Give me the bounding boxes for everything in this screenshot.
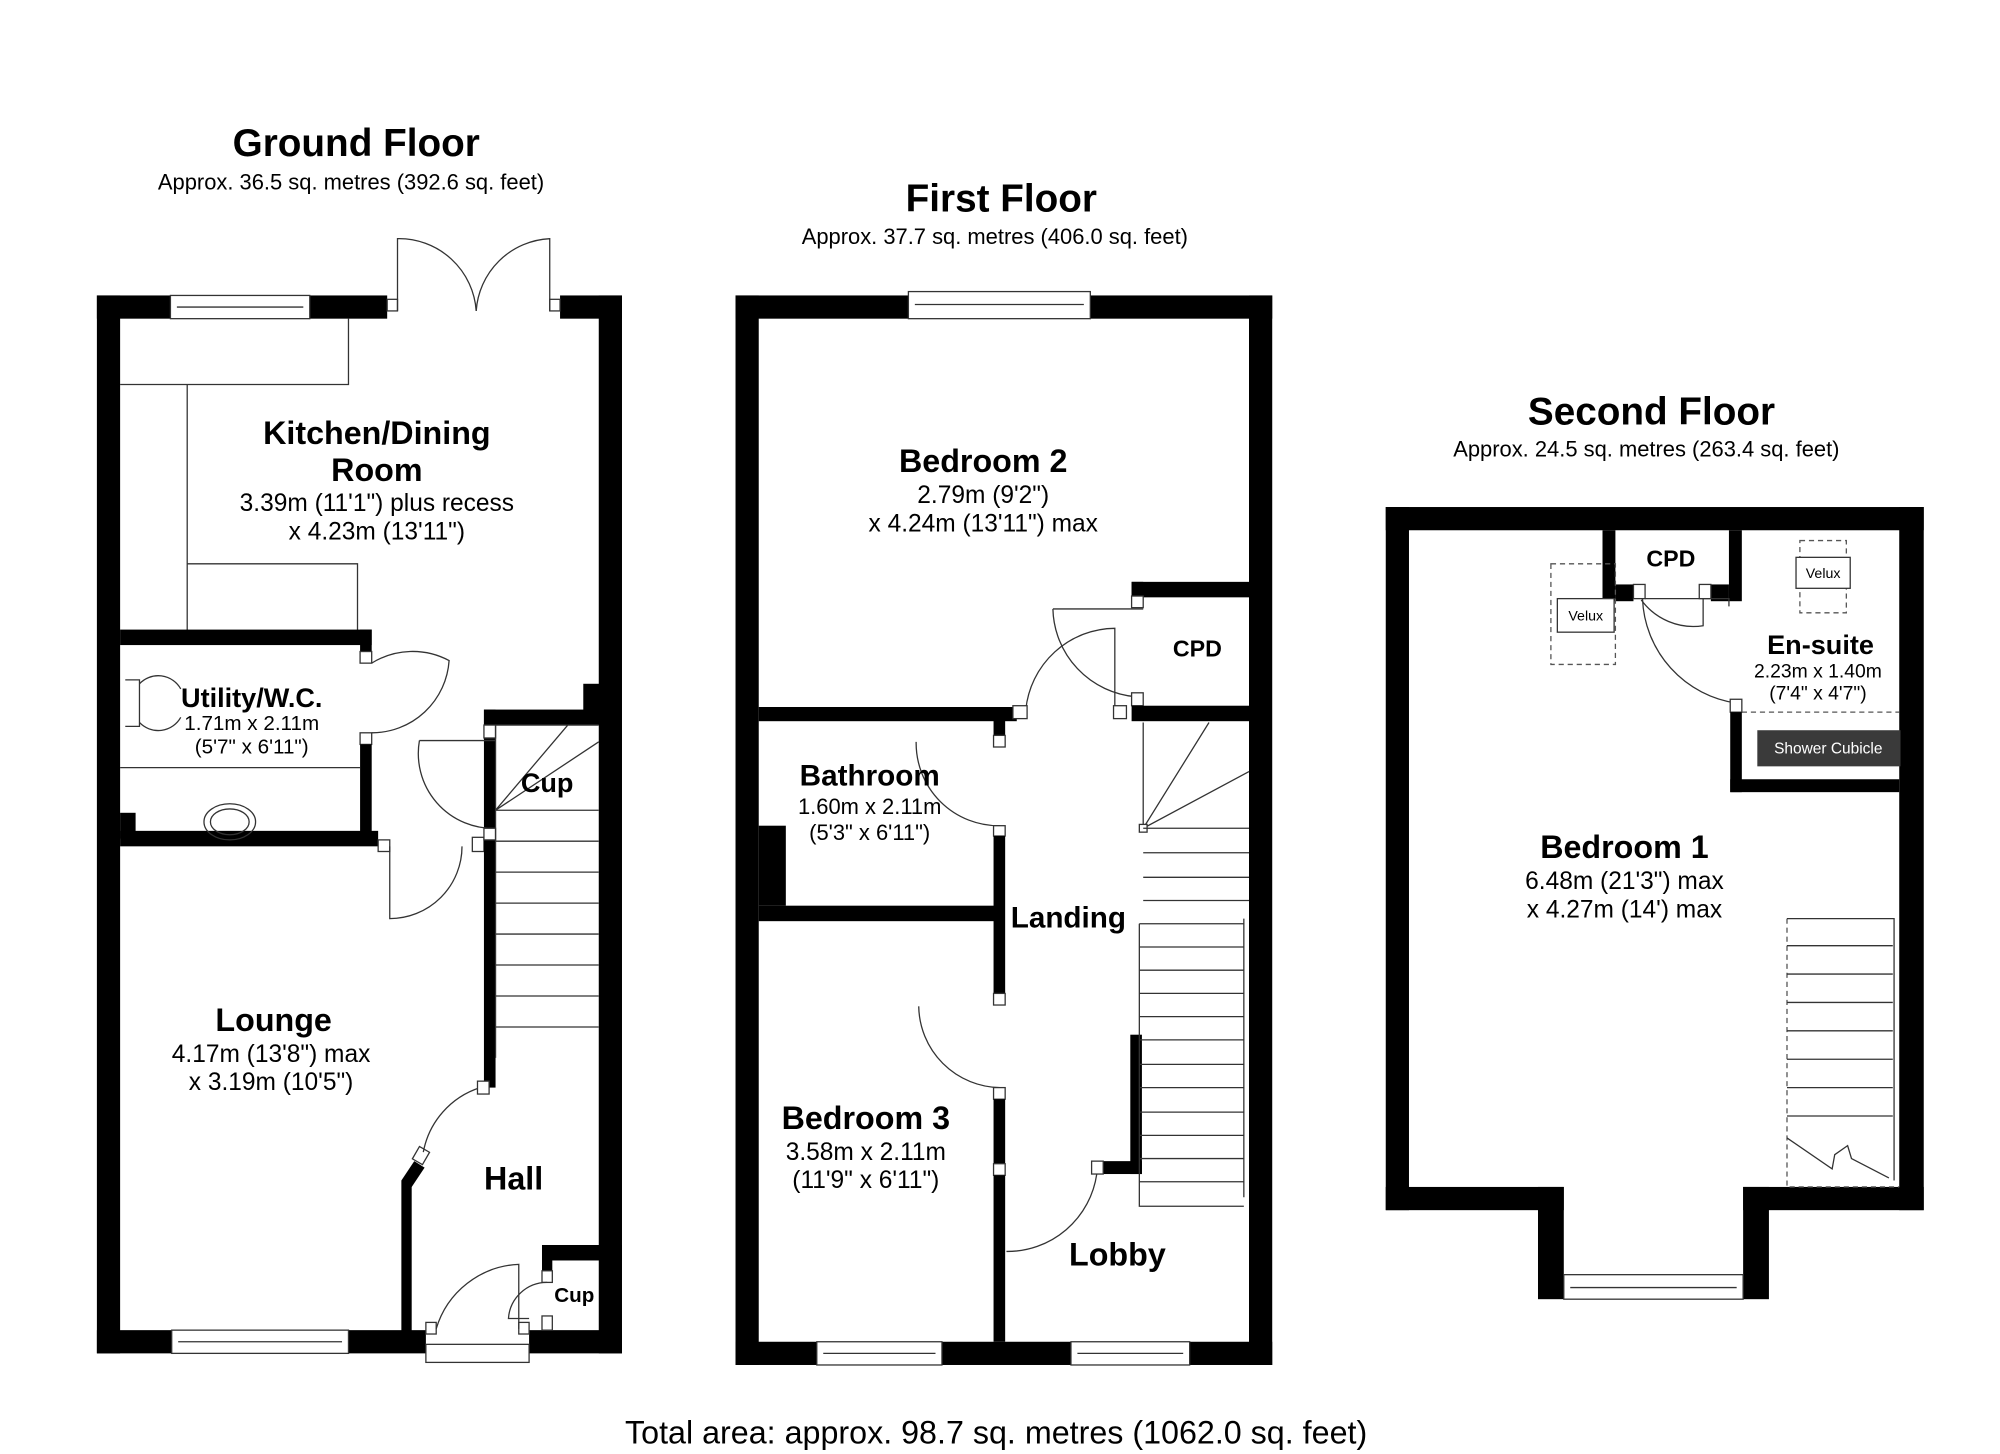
wall bbox=[96, 1330, 172, 1354]
room-name: Room bbox=[331, 452, 422, 488]
wall bbox=[598, 295, 622, 1354]
basin-icon bbox=[203, 803, 257, 841]
velux-label: Velux bbox=[1568, 609, 1603, 625]
room-dimensions: x 4.27m (14') max bbox=[1527, 896, 1722, 923]
room-dimensions: 1.71m x 2.11m bbox=[184, 712, 319, 735]
ground-floor-area: Approx. 36.5 sq. metres (392.6 sq. feet) bbox=[158, 170, 544, 195]
wall bbox=[560, 295, 622, 319]
room-dimensions: 4.17m (13'8") max bbox=[172, 1041, 371, 1068]
wall bbox=[96, 295, 171, 319]
staircase bbox=[495, 809, 599, 1028]
room-name: Kitchen/Dining bbox=[263, 415, 491, 451]
room-name: Lounge bbox=[215, 1002, 331, 1038]
second-floor-title: Second Floor bbox=[1528, 390, 1775, 433]
room-name: Landing bbox=[1011, 902, 1126, 935]
shower-label: Shower Cubicle bbox=[1774, 740, 1882, 757]
room-dimensions: 1.60m x 2.11m bbox=[798, 794, 941, 819]
room-dimensions: 3.39m (11'1") plus recess bbox=[240, 490, 514, 517]
second-floor: Second Floor Approx. 24.5 sq. metres (26… bbox=[1385, 390, 1924, 1300]
room-dimensions: 2.23m x 1.40m bbox=[1754, 660, 1882, 682]
room-name: Lobby bbox=[1069, 1237, 1166, 1273]
first-floor-area: Approx. 37.7 sq. metres (406.0 sq. feet) bbox=[802, 224, 1188, 249]
room-name: Bedroom 2 bbox=[899, 443, 1067, 479]
wall bbox=[401, 1180, 412, 1333]
front-door-step bbox=[425, 1343, 530, 1364]
room-name: Bedroom 3 bbox=[782, 1100, 950, 1136]
room-name: Bathroom bbox=[800, 760, 940, 793]
room-name: Utility/W.C. bbox=[181, 682, 322, 713]
room-name: En-suite bbox=[1767, 629, 1874, 660]
second-floor-area: Approx. 24.5 sq. metres (263.4 sq. feet) bbox=[1453, 437, 1839, 462]
room-dimensions: 6.48m (21'3") max bbox=[1525, 868, 1724, 895]
first-floor-title: First Floor bbox=[906, 178, 1097, 221]
wall bbox=[120, 830, 379, 847]
room-dimensions: x 3.19m (10'5") bbox=[189, 1069, 354, 1096]
staircase bbox=[1786, 917, 1900, 1188]
velux-label: Velux bbox=[1806, 566, 1841, 582]
wall bbox=[483, 709, 496, 1088]
room-name: CPD bbox=[1173, 636, 1222, 662]
ground-floor-title: Ground Floor bbox=[233, 122, 480, 165]
total-area: Total area: approx. 98.7 sq. metres (106… bbox=[625, 1415, 1367, 1451]
room-name: Cup bbox=[554, 1284, 594, 1307]
velux-window bbox=[1556, 597, 1615, 633]
room-dimensions: (5'7" x 6'11") bbox=[195, 735, 309, 758]
room-dimensions: (7'4" x 4'7") bbox=[1769, 682, 1866, 704]
room-dimensions: x 4.23m (13'11") bbox=[289, 518, 465, 545]
room-dimensions: 3.58m x 2.11m bbox=[786, 1139, 946, 1166]
velux-window bbox=[1795, 556, 1851, 589]
wall bbox=[529, 1330, 622, 1354]
wall bbox=[360, 744, 372, 840]
wall bbox=[120, 629, 372, 646]
room-dimensions: (5'3" x 6'11") bbox=[809, 820, 930, 845]
wall bbox=[735, 295, 759, 1365]
staircase bbox=[1138, 722, 1250, 1207]
wall bbox=[96, 295, 121, 1354]
room-dimensions: x 4.24m (13'11") max bbox=[869, 511, 1098, 538]
room-name: CPD bbox=[1646, 545, 1695, 571]
window bbox=[1563, 1274, 1744, 1300]
room-name: Bedroom 1 bbox=[1540, 829, 1709, 865]
wall bbox=[348, 1330, 426, 1354]
shower-cubicle bbox=[1757, 730, 1901, 767]
room-name: Cup bbox=[521, 767, 574, 798]
room-dimensions: 2.79m (9'2") bbox=[917, 482, 1049, 509]
ground-floor: Ground Floor Approx. 36.5 sq. metres (39… bbox=[96, 122, 622, 1364]
wall bbox=[309, 295, 388, 319]
room-name: Hall bbox=[484, 1161, 543, 1197]
french-doors bbox=[386, 238, 561, 312]
room-dimensions: (11'9" x 6'11") bbox=[792, 1167, 939, 1194]
first-floor: First Floor Approx. 37.7 sq. metres (406… bbox=[735, 178, 1273, 1366]
wall bbox=[1248, 295, 1273, 1365]
